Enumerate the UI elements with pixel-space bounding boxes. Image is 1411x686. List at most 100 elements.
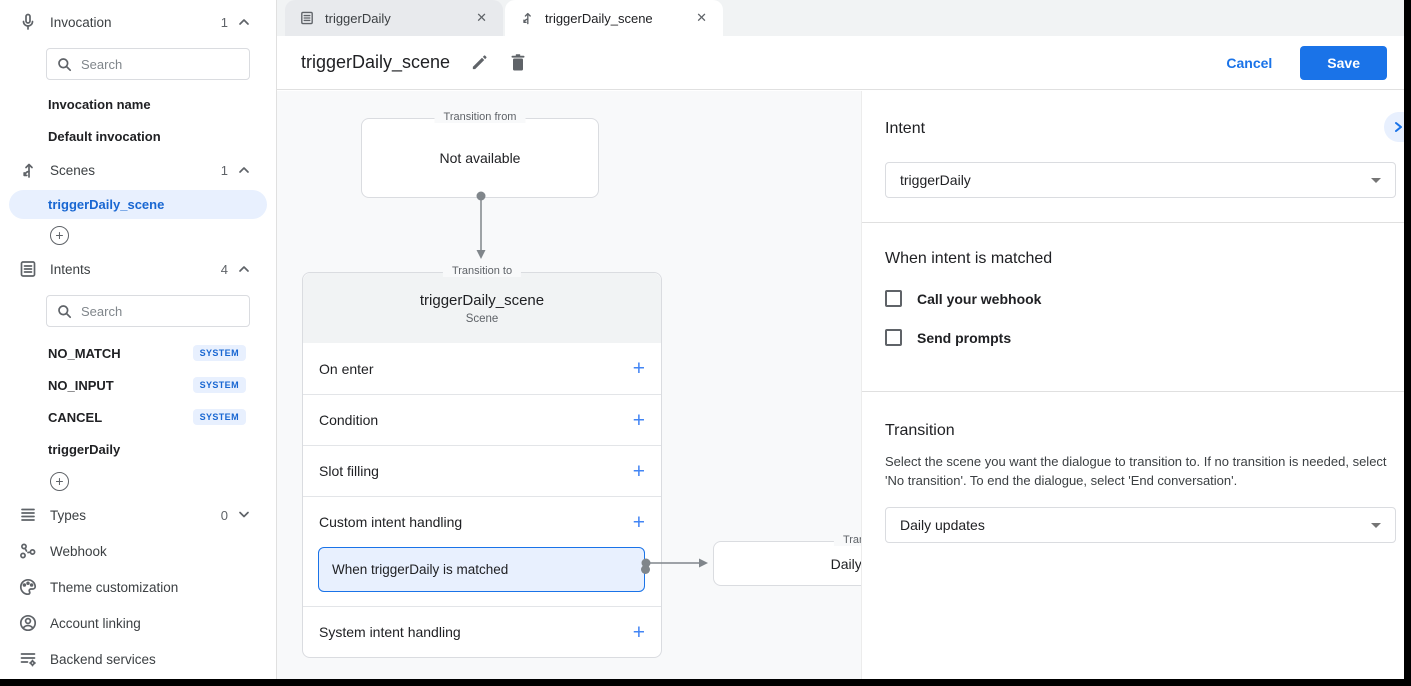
section-label: Scenes xyxy=(50,162,96,178)
sidebar-item-no-input[interactable]: NO_INPUT SYSTEM xyxy=(0,369,276,401)
call-webhook-checkbox-row[interactable]: Call your webhook xyxy=(885,290,1396,307)
plus-circle-icon: + xyxy=(50,471,69,491)
item-label: Webhook xyxy=(50,543,107,559)
chevron-up-icon[interactable] xyxy=(238,263,250,275)
checkbox-unchecked-icon[interactable] xyxy=(885,329,902,346)
sidebar-section-types[interactable]: Types 0 xyxy=(0,497,276,533)
sidebar-item-webhook[interactable]: Webhook xyxy=(0,533,276,569)
add-scene-button[interactable]: + xyxy=(0,219,276,251)
sidebar-item-account-linking[interactable]: Account linking xyxy=(0,605,276,641)
row-condition[interactable]: Condition + xyxy=(303,394,661,445)
transition-select[interactable]: Daily updates xyxy=(885,507,1396,543)
tab-strip: triggerDaily ✕ triggerDaily_scene ✕ xyxy=(277,0,1411,36)
sidebar-section-invocation[interactable]: Invocation 1 xyxy=(0,4,276,40)
add-slot-filling-button[interactable]: + xyxy=(632,459,645,483)
transition-from-box: Transition from Not available xyxy=(361,111,599,198)
handler-label: When triggerDaily is matched xyxy=(332,562,509,577)
sidebar-item-theme-customization[interactable]: Theme customization xyxy=(0,569,276,605)
close-icon[interactable]: ✕ xyxy=(696,10,707,25)
add-intent-button[interactable]: + xyxy=(0,465,276,497)
transition-arrow-right xyxy=(641,558,708,568)
transition-heading: Transition xyxy=(885,422,955,439)
item-label: triggerDaily_scene xyxy=(48,197,165,212)
sidebar-section-intents[interactable]: Intents 4 xyxy=(0,251,276,287)
item-label: Backend services xyxy=(50,651,156,667)
invocation-search-input[interactable] xyxy=(81,56,239,72)
section-label: Types xyxy=(50,507,87,523)
close-icon[interactable]: ✕ xyxy=(476,10,487,25)
sidebar-item-triggerdaily[interactable]: triggerDaily xyxy=(0,433,276,465)
microphone-icon xyxy=(18,12,38,32)
intent-handler-chip[interactable]: When triggerDaily is matched xyxy=(318,547,650,592)
invocation-search[interactable] xyxy=(46,48,250,80)
sidebar-item-backend-services[interactable]: Backend services xyxy=(0,641,276,677)
row-custom-intent-handling[interactable]: Custom intent handling + xyxy=(303,496,661,547)
sidebar-item-triggerdaily-scene[interactable]: triggerDaily_scene xyxy=(9,190,267,219)
types-icon xyxy=(18,505,38,525)
when-matched-heading: When intent is matched xyxy=(885,250,1053,267)
row-system-intent-handling[interactable]: System intent handling + xyxy=(303,606,661,657)
sidebar-section-scenes[interactable]: Scenes 1 xyxy=(0,152,276,188)
section-count: 1 xyxy=(220,14,228,30)
checkbox-unchecked-icon[interactable] xyxy=(885,290,902,307)
connector-dot xyxy=(641,565,650,574)
item-label: Theme customization xyxy=(50,579,179,595)
chevron-down-icon[interactable] xyxy=(238,508,250,523)
scene-card-header[interactable]: triggerDaily_scene Scene xyxy=(303,273,661,343)
intent-select[interactable]: triggerDaily xyxy=(885,162,1396,198)
tab-triggerdaily[interactable]: triggerDaily ✕ xyxy=(285,0,503,36)
add-system-intent-button[interactable]: + xyxy=(632,620,645,644)
intent-heading: Intent xyxy=(885,120,926,137)
dropdown-caret-icon xyxy=(1371,522,1381,528)
add-on-enter-button[interactable]: + xyxy=(632,357,645,380)
account-icon xyxy=(18,613,38,633)
backend-services-icon xyxy=(18,649,38,669)
section-count: 4 xyxy=(220,261,228,277)
sidebar-item-cancel[interactable]: CANCEL SYSTEM xyxy=(0,401,276,433)
system-badge: SYSTEM xyxy=(192,377,246,393)
edit-icon[interactable] xyxy=(470,53,489,72)
row-label: On enter xyxy=(319,360,374,377)
page-title: triggerDaily_scene xyxy=(301,52,451,72)
section-count: 1 xyxy=(220,162,228,178)
not-available-text: Not available xyxy=(439,150,521,166)
chevron-up-icon[interactable] xyxy=(238,164,250,176)
delete-icon[interactable] xyxy=(509,53,527,72)
send-prompts-checkbox-row[interactable]: Send prompts xyxy=(885,329,1396,346)
intent-icon xyxy=(299,10,315,26)
search-icon xyxy=(58,304,72,318)
chevron-up-icon[interactable] xyxy=(238,16,250,28)
screen-edge-bottom xyxy=(0,679,1411,686)
divider xyxy=(862,391,1411,392)
checkbox-label: Send prompts xyxy=(917,329,1012,346)
scene-card: Transition to triggerDaily_scene Scene O… xyxy=(302,265,662,658)
item-label: CANCEL xyxy=(48,409,103,425)
row-label: Slot filling xyxy=(319,463,379,479)
item-label: Account linking xyxy=(50,615,141,631)
tab-triggerdaily-scene[interactable]: triggerDaily_scene ✕ xyxy=(505,0,723,36)
transition-description: Select the scene you want the dialogue t… xyxy=(885,454,1387,488)
item-label: NO_INPUT xyxy=(48,377,114,393)
save-button[interactable]: Save xyxy=(1300,45,1387,80)
section-label: Intents xyxy=(50,261,91,277)
palette-icon xyxy=(18,577,38,597)
daily-updates-box[interactable]: Transition to Daily updates xyxy=(713,534,861,586)
intent-detail-panel: Intent triggerDaily When intent is match… xyxy=(861,91,1411,686)
intent-select-value: triggerDaily xyxy=(900,172,971,188)
main-area: triggerDaily ✕ triggerDaily_scene ✕ trig… xyxy=(277,0,1411,686)
transition-to-label: Transition to xyxy=(442,265,522,277)
add-custom-intent-button[interactable]: + xyxy=(632,510,645,534)
transition-from-label: Transition from xyxy=(434,111,526,123)
row-slot-filling[interactable]: Slot filling + xyxy=(303,445,661,496)
sidebar-item-invocation-name[interactable]: Invocation name xyxy=(0,88,276,120)
add-condition-button[interactable]: + xyxy=(632,408,645,432)
intents-search[interactable] xyxy=(46,295,250,327)
sidebar-item-default-invocation[interactable]: Default invocation xyxy=(0,120,276,152)
divider xyxy=(862,222,1411,223)
editor-header: triggerDaily_scene Cancel Save xyxy=(277,36,1411,90)
search-icon xyxy=(58,57,72,71)
sidebar-item-no-match[interactable]: NO_MATCH SYSTEM xyxy=(0,337,276,369)
intents-search-input[interactable] xyxy=(81,303,239,319)
cancel-button[interactable]: Cancel xyxy=(1210,47,1288,79)
row-on-enter[interactable]: On enter + xyxy=(303,343,661,394)
